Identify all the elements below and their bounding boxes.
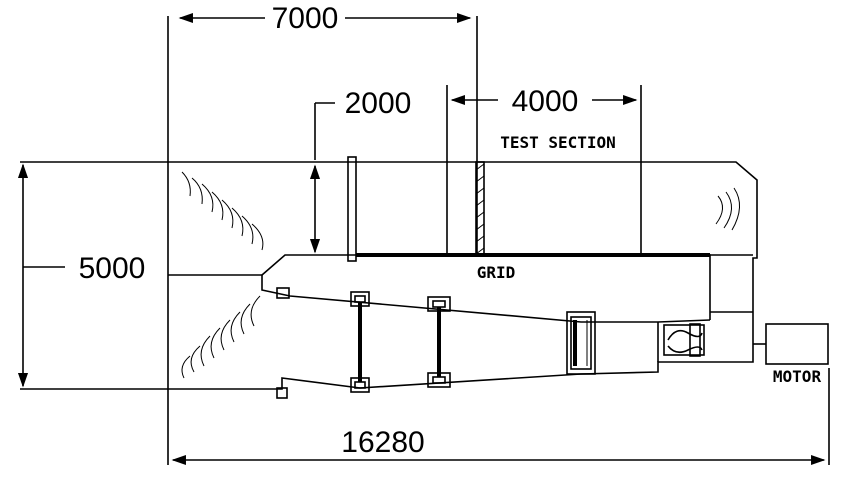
dimension-16280-label: 16280 [341, 426, 424, 459]
dimension-4000-label: 4000 [512, 85, 579, 118]
outlet-block [276, 387, 288, 399]
dimension-16280: 16280 [167, 368, 830, 466]
test-section: GRID [347, 156, 710, 282]
dimension-7000-label: 7000 [272, 2, 339, 35]
inlet-block [276, 287, 290, 299]
dimension-7000: 7000 [167, 2, 478, 255]
dimension-4000: 4000 TEST SECTION [446, 85, 642, 255]
diffuser-screen-2 [427, 296, 451, 388]
motor-box [765, 323, 829, 365]
turning-vanes-bottom-left [181, 295, 261, 379]
motor: MOTOR [753, 323, 829, 386]
test-section-label: TEST SECTION [500, 133, 616, 152]
motor-label: MOTOR [773, 367, 822, 386]
diffuser-screen-3 [566, 311, 596, 375]
grid-label: GRID [477, 263, 516, 282]
dimension-2000: 2000 [309, 87, 412, 254]
turning-vanes-top-right [715, 187, 740, 231]
tunnel-outline [167, 161, 758, 390]
dimension-2000-label: 2000 [345, 87, 412, 120]
dimension-5000-label: 5000 [79, 252, 146, 285]
screen-frame [347, 156, 357, 262]
dimension-5000: 5000 [17, 161, 168, 390]
grid-plate [475, 161, 485, 255]
turning-vanes-top-left [181, 171, 264, 251]
fan [663, 323, 705, 357]
diffuser-screen-1 [350, 291, 370, 393]
